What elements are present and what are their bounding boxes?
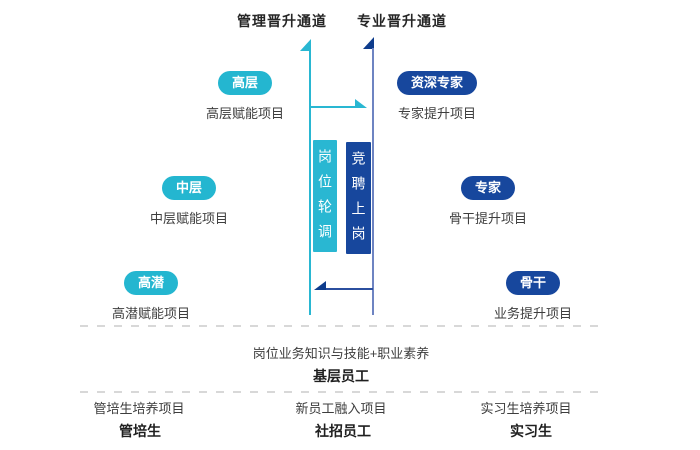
entry-project-intern: 实习生培养项目 [480,401,572,416]
crossover-top-right-arrow-icon [355,99,367,108]
crossover-bottom-left-arrow-icon [314,281,326,290]
level-group-middle-management: 中层 中层赋能项目 [150,176,228,227]
entry-project-new-hire: 新员工融入项目 [295,401,387,416]
level-group-senior-expert: 资深专家 专家提升项目 [396,71,478,122]
separator-entry-layer [80,391,600,393]
crossover-bottom-line [321,288,373,290]
level-project-middle-management: 中层赋能项目 [149,210,229,226]
management-track-up-arrow-icon [300,39,311,51]
level-project-backbone: 业务提升项目 [493,305,573,321]
management-track-line [309,50,311,315]
level-tag-middle-management: 中层 [161,176,217,200]
entry-role-new-hire: 社招员工 [315,423,371,439]
competition-bar: 竞聘上岗 [346,142,371,254]
crossover-top-line [310,106,356,108]
level-group-senior-management: 高层 高层赋能项目 [206,71,284,122]
level-tag-high-potential: 高潜 [123,271,179,295]
management-channel-title: 管理晋升通道 [237,13,327,29]
level-project-expert: 骨干提升项目 [448,210,528,226]
level-tag-senior-management: 高层 [217,71,273,95]
job-rotation-bar-label: 岗位轮调 [317,149,333,249]
level-tag-backbone: 骨干 [505,271,561,295]
level-group-high-potential: 高潜 高潜赋能项目 [112,271,190,322]
level-group-backbone: 骨干 业务提升项目 [494,271,572,322]
entry-role-trainee: 管培生 [119,423,161,439]
level-project-senior-management: 高层赋能项目 [205,105,285,121]
level-tag-senior-expert: 资深专家 [396,71,478,95]
level-project-high-potential: 高潜赋能项目 [111,305,191,321]
entry-project-trainee: 管培生培养项目 [93,401,185,416]
separator-base-layer [80,325,600,327]
entry-role-intern: 实习生 [510,423,552,439]
competition-bar-label: 竞聘上岗 [350,151,367,251]
professional-track-up-arrow-icon [363,37,374,49]
base-role-text: 基层员工 [313,368,369,384]
job-rotation-bar: 岗位轮调 [313,140,337,252]
level-project-senior-expert: 专家提升项目 [397,105,477,121]
professional-track-line [372,48,374,315]
level-tag-expert: 专家 [460,176,516,200]
professional-channel-title: 专业晋升通道 [357,13,447,29]
base-skills-text: 岗位业务知识与技能+职业素养 [252,346,430,361]
level-group-expert: 专家 骨干提升项目 [449,176,527,227]
